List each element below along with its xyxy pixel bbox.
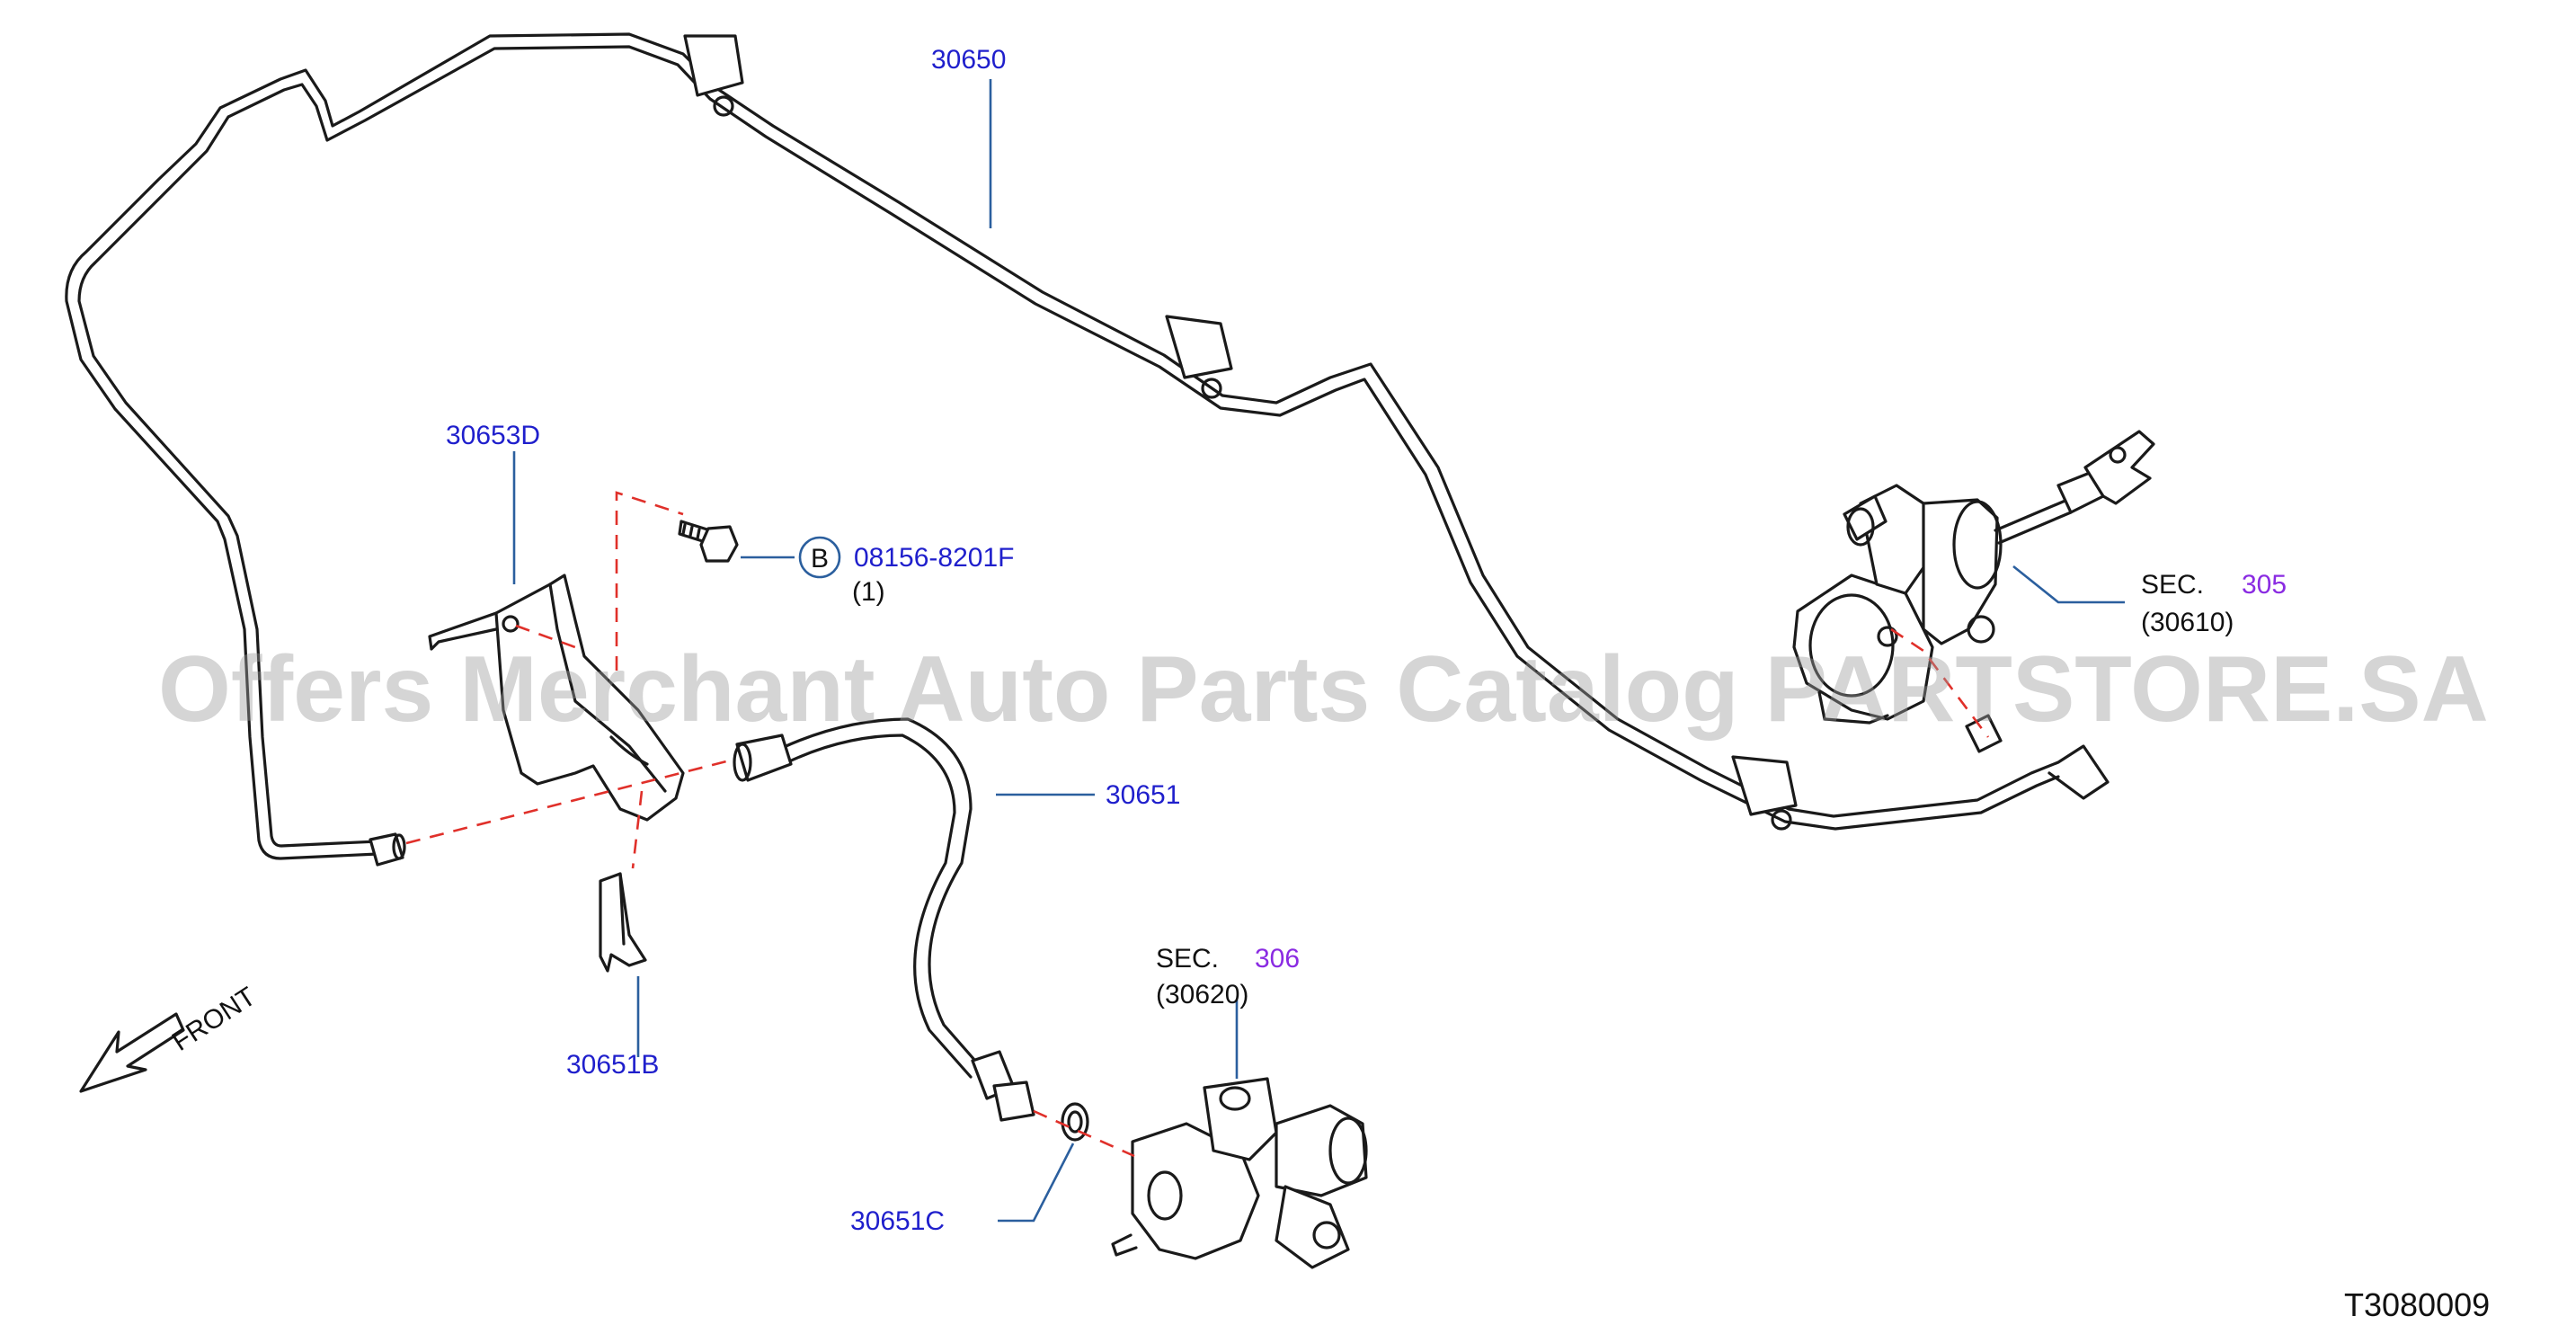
label-bracket[interactable]: 30653D	[446, 421, 540, 450]
clip	[599, 872, 647, 973]
assembly-guides	[405, 491, 1990, 1158]
bolt-marker: B	[811, 544, 829, 574]
tube-flare-nut-right	[1965, 714, 2003, 753]
clutch-hose	[733, 717, 1035, 1122]
master-cylinder	[1792, 430, 2155, 725]
watermark: Offers Merchant Auto Parts Catalog PARTS…	[158, 637, 2489, 742]
front-arrow	[79, 1012, 185, 1093]
leader-lines	[512, 79, 2125, 1223]
operating-cylinder	[1111, 1077, 1368, 1269]
label-tube[interactable]: 30650	[931, 45, 1006, 75]
front-label: FRONT	[167, 982, 262, 1057]
label-hose[interactable]: 30651	[1106, 780, 1180, 810]
label-washer[interactable]: 30651C	[850, 1206, 945, 1236]
label-bolt[interactable]: 08156-8201F	[854, 543, 1014, 573]
operating-sec-number[interactable]: 306	[1255, 944, 1300, 974]
label-clip[interactable]: 30651B	[566, 1050, 659, 1080]
tube-grommet-1	[683, 34, 744, 117]
diagram-id: T3080009	[2344, 1286, 2490, 1323]
master-sec-number[interactable]: 305	[2242, 570, 2287, 600]
clutch-tube	[65, 32, 2110, 867]
washer	[1061, 1102, 1089, 1142]
master-part-number: (30610)	[2141, 608, 2234, 637]
operating-part-number: (30620)	[1156, 980, 1248, 1009]
operating-sec-label: SEC.	[1156, 944, 1219, 974]
tube-flare-nut-left	[369, 832, 406, 867]
bolt	[678, 520, 739, 563]
tube-grommet-3	[1731, 755, 1798, 831]
tube-grommet-2	[1165, 315, 1233, 399]
label-bolt-qty: (1)	[852, 577, 885, 607]
master-sec-label: SEC.	[2141, 570, 2204, 600]
